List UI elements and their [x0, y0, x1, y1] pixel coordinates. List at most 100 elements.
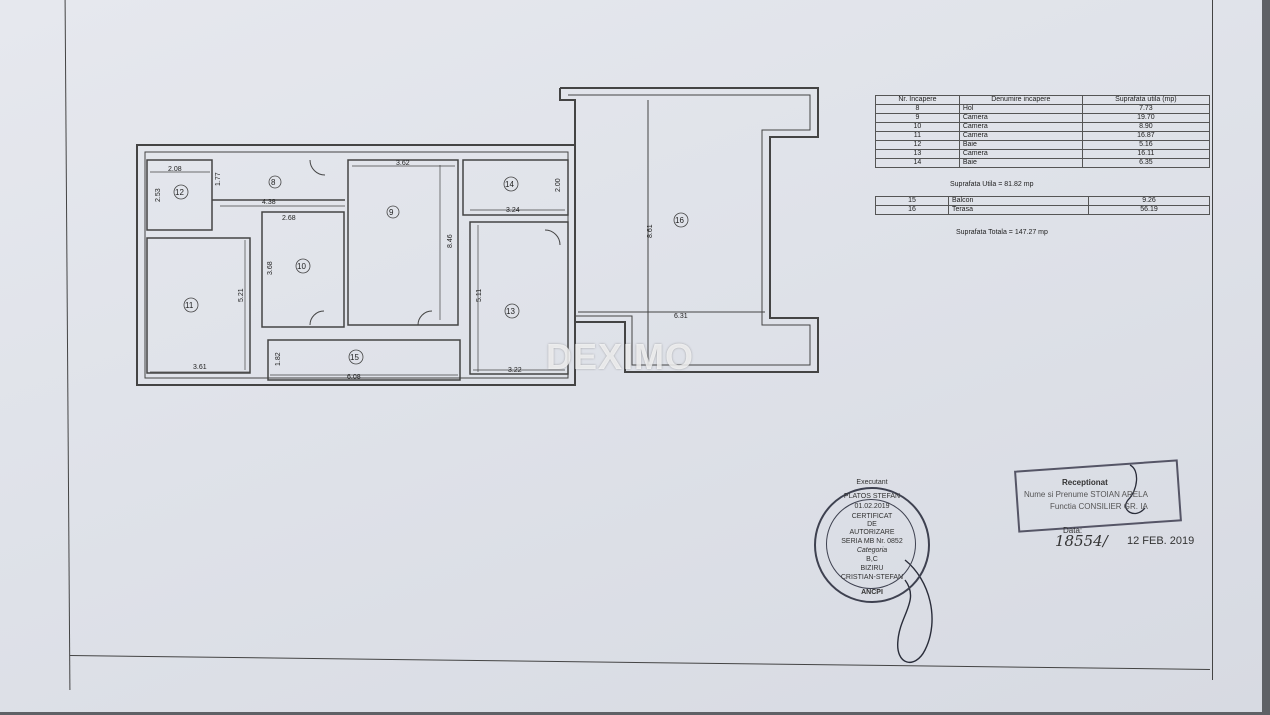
- table-cell: 8: [875, 104, 960, 114]
- table-cell: 5.16: [1081, 140, 1211, 150]
- table-cell: 56.19: [1088, 205, 1210, 215]
- dim-label: 3.22: [508, 367, 522, 374]
- table-cell: Camera: [958, 131, 1083, 141]
- room-label-10: 10: [297, 262, 306, 271]
- table-cell: 19.70: [1081, 113, 1211, 123]
- room-label-9: 9: [389, 208, 394, 217]
- table-cell: 9.26: [1088, 196, 1210, 206]
- table-cell: 9: [875, 113, 960, 123]
- right-margin-line: [1212, 0, 1213, 680]
- dim-label: 3.68: [267, 261, 274, 275]
- wall-room-15: [267, 339, 461, 381]
- receipt-title: Receptionat: [1062, 478, 1108, 487]
- seal-ring-bottom: ANCPI: [861, 589, 883, 596]
- table-cell: 15: [875, 196, 949, 206]
- table-cell: Hol: [958, 104, 1083, 114]
- room-label-15: 15: [350, 353, 359, 362]
- wall-room-9: [347, 159, 459, 326]
- room-label-12: 12: [175, 188, 184, 197]
- dim-label: 1.82: [275, 352, 282, 366]
- table-cell: Camera: [958, 122, 1083, 132]
- dim-label: 5.21: [238, 288, 245, 302]
- dim-label: 2.53: [155, 188, 162, 202]
- table-cell: 7.73: [1081, 104, 1211, 114]
- seal-line: B,C: [866, 556, 878, 563]
- room-label-11: 11: [185, 301, 194, 310]
- table-cell: Camera: [958, 149, 1083, 159]
- seal-line: DE: [867, 521, 877, 528]
- table-cell: 13: [875, 149, 960, 159]
- total-area: Suprafata Totala = 147.27 mp: [956, 229, 1048, 236]
- table-header: Suprafata utila (mp): [1081, 95, 1211, 105]
- seal-line: 01.02.2019: [854, 503, 890, 510]
- wall-room-12: [146, 159, 213, 231]
- table-cell: 11: [875, 131, 960, 141]
- receipt-date: 12 FEB. 2019: [1127, 535, 1195, 547]
- receipt-number: 18554/: [1055, 532, 1108, 550]
- room-labels: 8 9 10 11 12 13 14 15 16: [173, 175, 689, 365]
- dim-label: 6.31: [674, 313, 688, 320]
- receipt-function: Functia CONSILIER GR. IA: [1050, 502, 1148, 511]
- seal-line: CERTIFICAT: [851, 513, 893, 520]
- dim-label: 3.24: [506, 207, 520, 214]
- table-header: Nr. Incapere: [875, 95, 960, 105]
- dim-label: 5.11: [476, 289, 483, 302]
- seal-line: SERIA MB Nr. 0852: [841, 538, 903, 545]
- table-cell: Baie: [958, 140, 1083, 150]
- table-cell: Balcon: [947, 196, 1090, 206]
- table-cell: Baie: [958, 158, 1083, 168]
- room-area-table: Nr. Incapere Denumire incapere Suprafata…: [875, 95, 1211, 168]
- table-cell: 12: [875, 140, 960, 150]
- signature-scribble: [897, 559, 933, 663]
- dim-label: 3.61: [193, 364, 207, 371]
- seal-line: BIZIRU: [860, 565, 884, 572]
- wall-room-14: [462, 159, 569, 216]
- table-cell: 14: [875, 158, 960, 168]
- room-label-16: 16: [675, 216, 684, 225]
- authorization-seal: Executant PLATOS STEFAN 01.02.2019 CERTI…: [814, 479, 930, 603]
- table-cell: Terasa: [947, 205, 1090, 215]
- seal-line: CRISTIAN-STEFAN: [840, 574, 904, 581]
- dim-label: 2.00: [555, 178, 562, 192]
- wall-room-10: [261, 211, 345, 328]
- dim-label: 2.08: [168, 166, 182, 173]
- table-cell: 16: [875, 205, 949, 215]
- wall-room-16: [559, 87, 819, 373]
- dim-label: 6.08: [347, 374, 361, 381]
- wall-room-13: [469, 221, 569, 375]
- deximo-watermark: DEXIMO: [546, 336, 695, 377]
- room-label-14: 14: [505, 180, 514, 189]
- table-cell: 10: [875, 122, 960, 132]
- seal-line: AUTORIZARE: [849, 529, 895, 536]
- useful-area-total: Suprafata Utila = 81.82 mp: [950, 181, 1034, 188]
- dim-label: 2.68: [282, 215, 296, 222]
- dimension-labels: 2.08 2.53 1.77 4.38 3.62 2.68 3.68 8.46 …: [155, 160, 688, 381]
- table-header: Denumire incapere: [958, 95, 1083, 105]
- table-cell: 16.11: [1081, 149, 1211, 159]
- dim-label: 8.61: [647, 224, 654, 238]
- room-label-8: 8: [271, 178, 276, 187]
- signature-scribble-2: [1125, 464, 1146, 515]
- table-cell: 16.87: [1081, 131, 1211, 141]
- dim-label: 8.46: [447, 234, 454, 248]
- table-cell: Camera: [958, 113, 1083, 123]
- table-cell: 6.35: [1081, 158, 1211, 168]
- seal-executant: Executant: [856, 479, 888, 486]
- seal-line: Categoria: [856, 547, 888, 554]
- room-label-13: 13: [506, 307, 515, 316]
- receipt-date-label: Data:: [1063, 526, 1083, 535]
- dim-label: 3.62: [396, 160, 410, 167]
- dim-label: 4.38: [262, 199, 276, 206]
- table-cell: 8.90: [1081, 122, 1211, 132]
